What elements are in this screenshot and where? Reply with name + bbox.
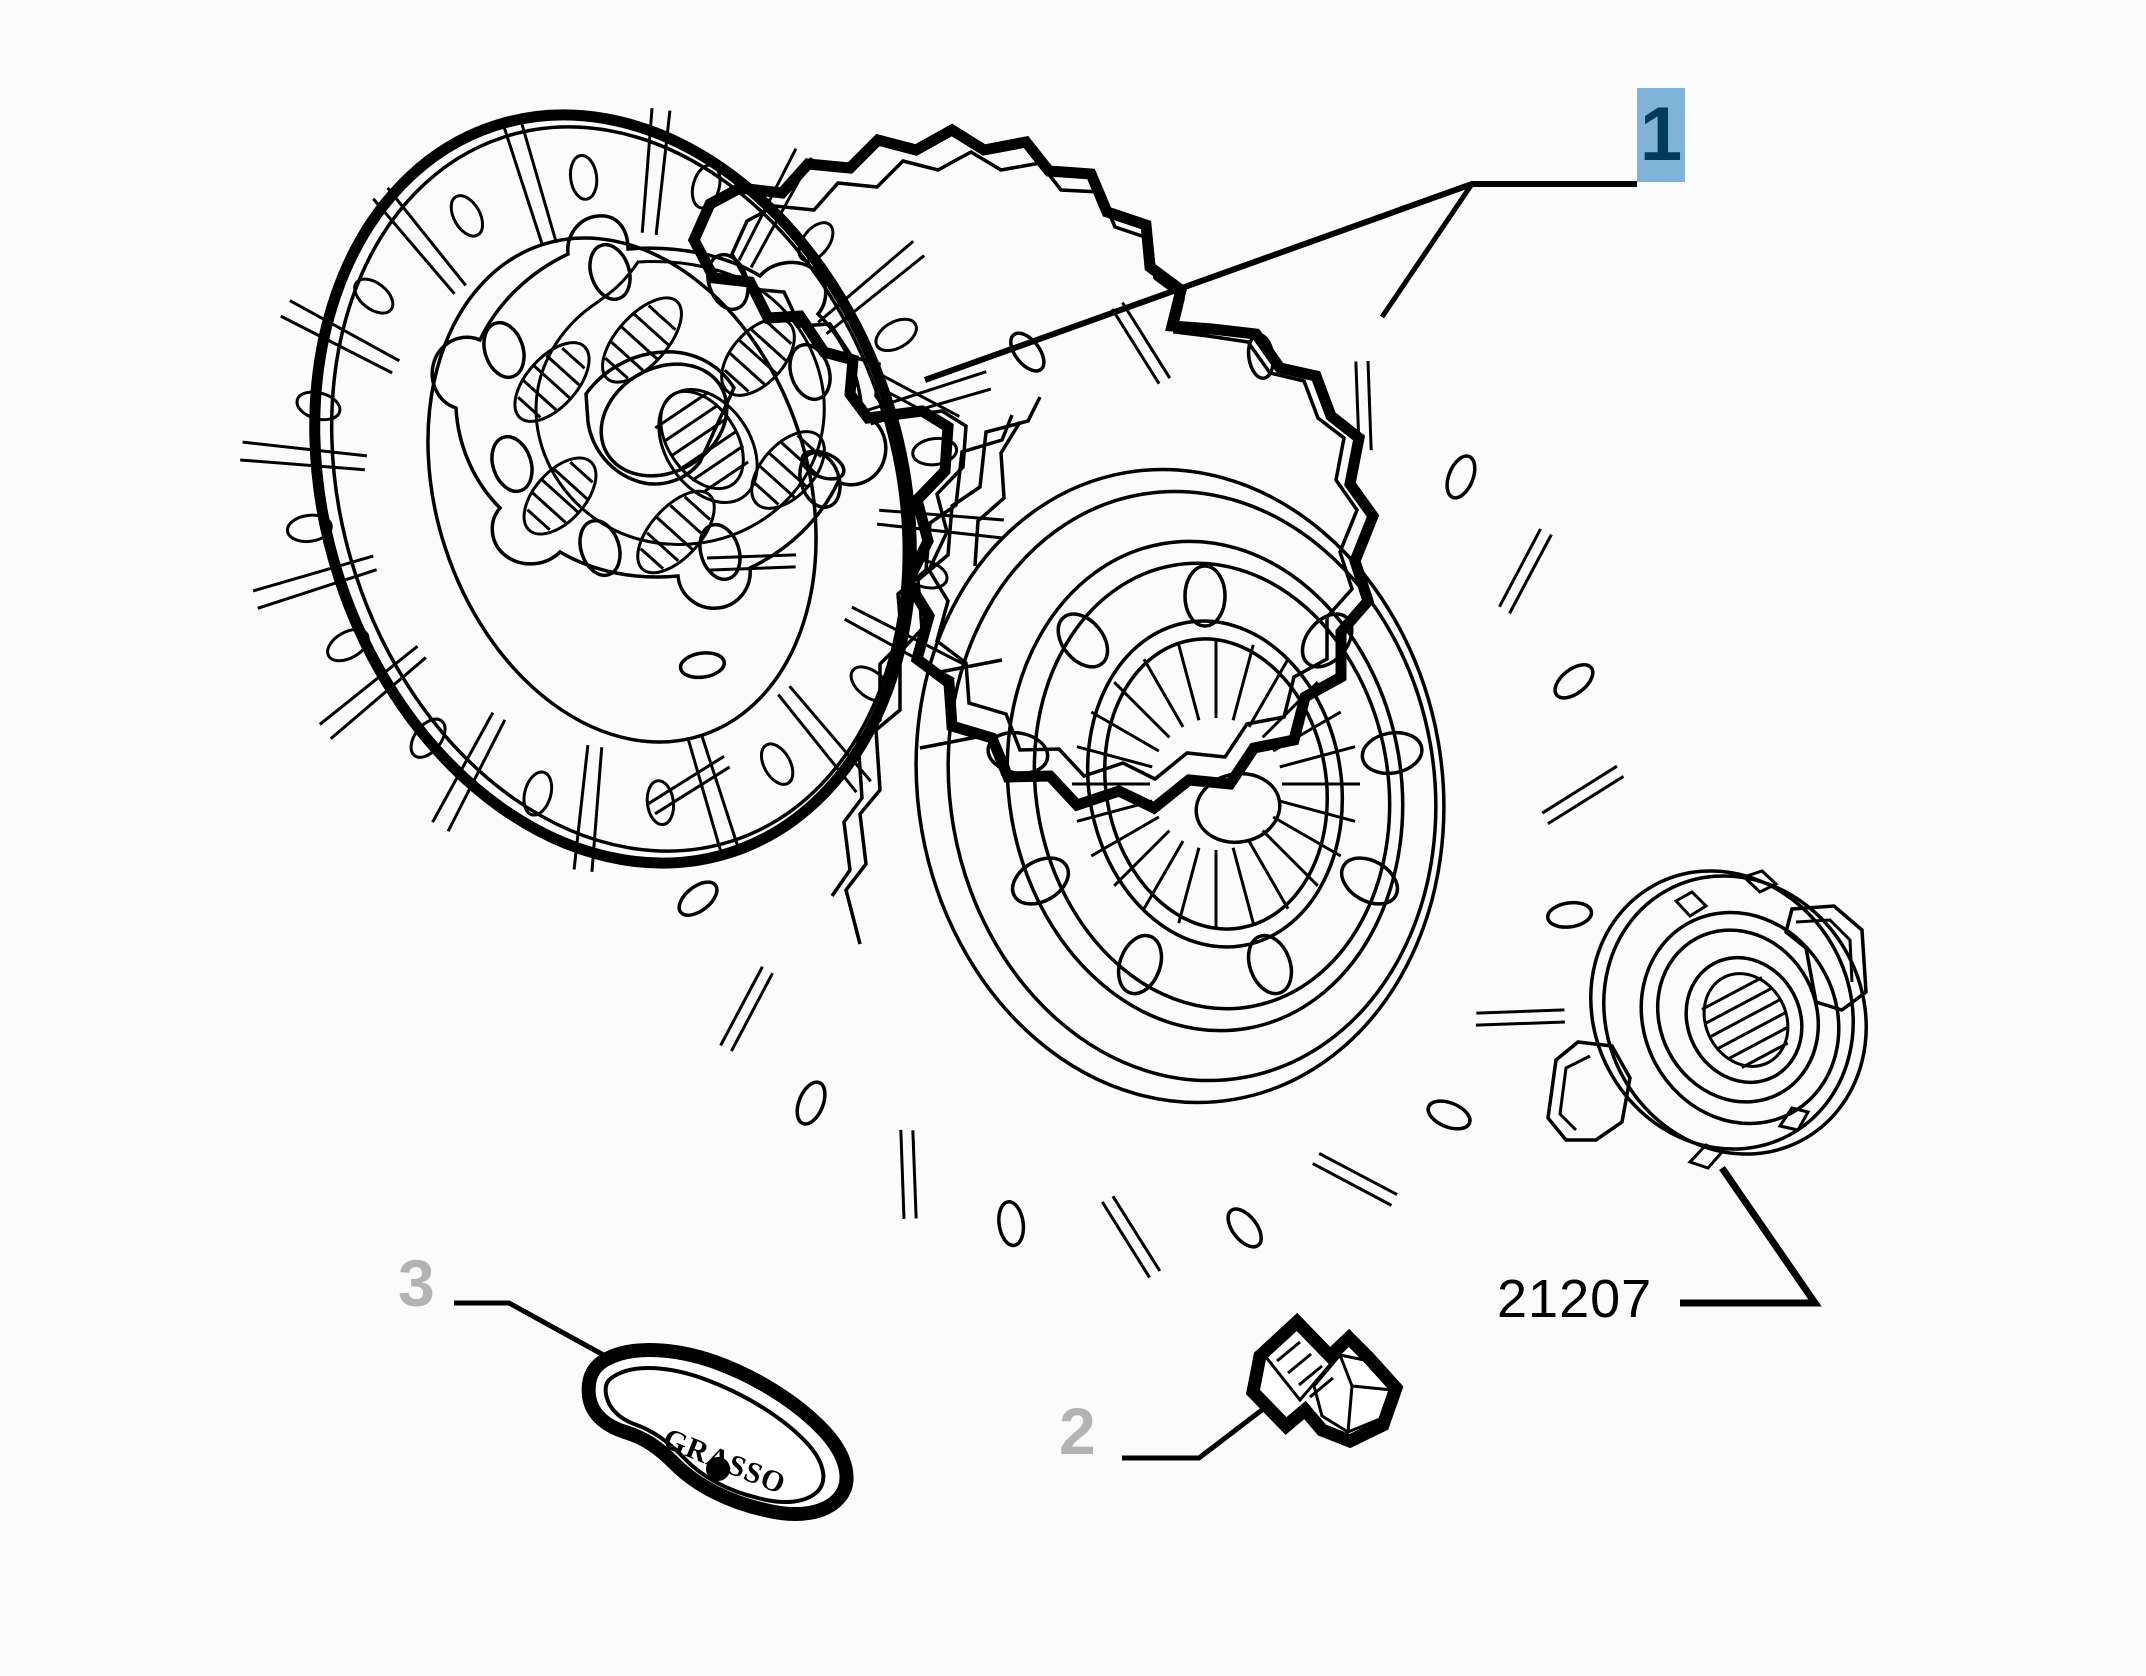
clutch-disc	[240, 108, 1004, 872]
leader-line-1	[923, 181, 1637, 383]
diaphragm-center-hole	[1194, 771, 1282, 845]
pressure-plate-bracket	[830, 396, 1042, 945]
clutch-hub-plate	[430, 214, 888, 610]
callout-label-part-number[interactable]: 21207	[1497, 1269, 1653, 1329]
grease-packet: GRASSO	[581, 1343, 854, 1521]
pressure-plate-dome	[914, 467, 1446, 1105]
grease-packet-dot	[706, 1457, 730, 1481]
callout-label-3[interactable]: 3	[398, 1246, 435, 1320]
callout-label-1[interactable]: 1	[1637, 88, 1685, 182]
release-bearing-bore	[1701, 972, 1790, 1069]
leader-line-3	[454, 1300, 620, 1366]
diaphragm-fingers	[1072, 640, 1360, 928]
leader-line-21207	[1680, 1166, 1822, 1307]
pressure-plate	[647, 123, 1625, 1279]
bolt	[1245, 1312, 1404, 1449]
pressure-plate-inner-holes	[986, 564, 1424, 996]
leader-line-1b	[1379, 182, 1475, 319]
release-bearing-ear-left	[1546, 1040, 1632, 1142]
release-bearing-ear-right	[1784, 904, 1868, 1012]
release-bearing	[1546, 869, 1868, 1170]
diaphragm-spring-ring	[1085, 619, 1345, 949]
callout-label-2[interactable]: 2	[1059, 1394, 1096, 1468]
leader-line-2	[1122, 1388, 1290, 1461]
damper-springs	[513, 296, 826, 575]
clutch-spline-bore	[654, 387, 759, 505]
leader-lines	[454, 181, 1822, 1461]
